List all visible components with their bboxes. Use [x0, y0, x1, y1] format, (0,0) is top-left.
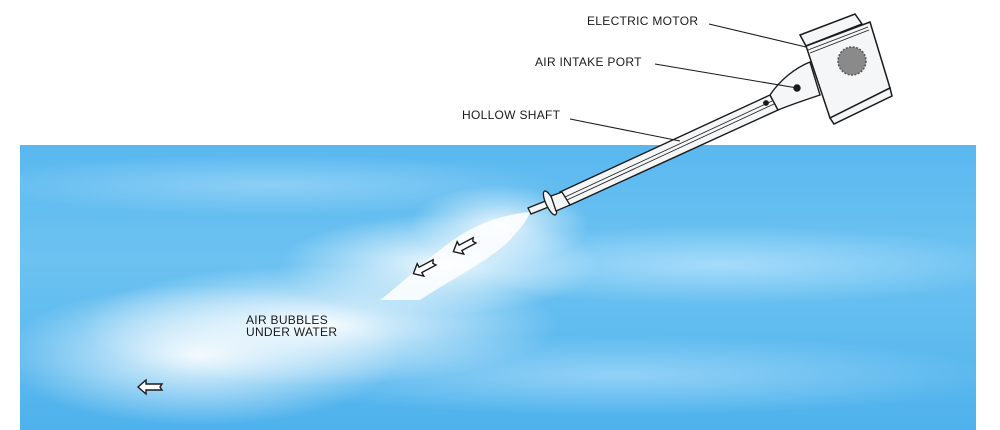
label-hollow-shaft: HOLLOW SHAFT [462, 108, 561, 122]
hollow-shaft [558, 94, 779, 206]
flow-arrow-left-icon [452, 236, 478, 256]
label-air-intake-port: AIR INTAKE PORT [535, 55, 642, 69]
label-air-bubbles-line2: UNDER WATER [246, 325, 338, 339]
air-intake-housing [769, 61, 821, 111]
bubble-plume [380, 212, 530, 300]
propeller [527, 190, 571, 216]
flow-arrows [136, 236, 478, 396]
electric-motor [798, 13, 893, 125]
leader-lines [569, 23, 807, 142]
flow-arrow-left-icon [412, 258, 438, 278]
water-body [20, 145, 976, 430]
label-air-bubbles-line1: AIR BUBBLES [246, 313, 328, 327]
flow-arrow-left-icon [136, 378, 164, 396]
motor-vent-icon [837, 46, 867, 76]
label-electric-motor: ELECTRIC MOTOR [587, 14, 699, 28]
